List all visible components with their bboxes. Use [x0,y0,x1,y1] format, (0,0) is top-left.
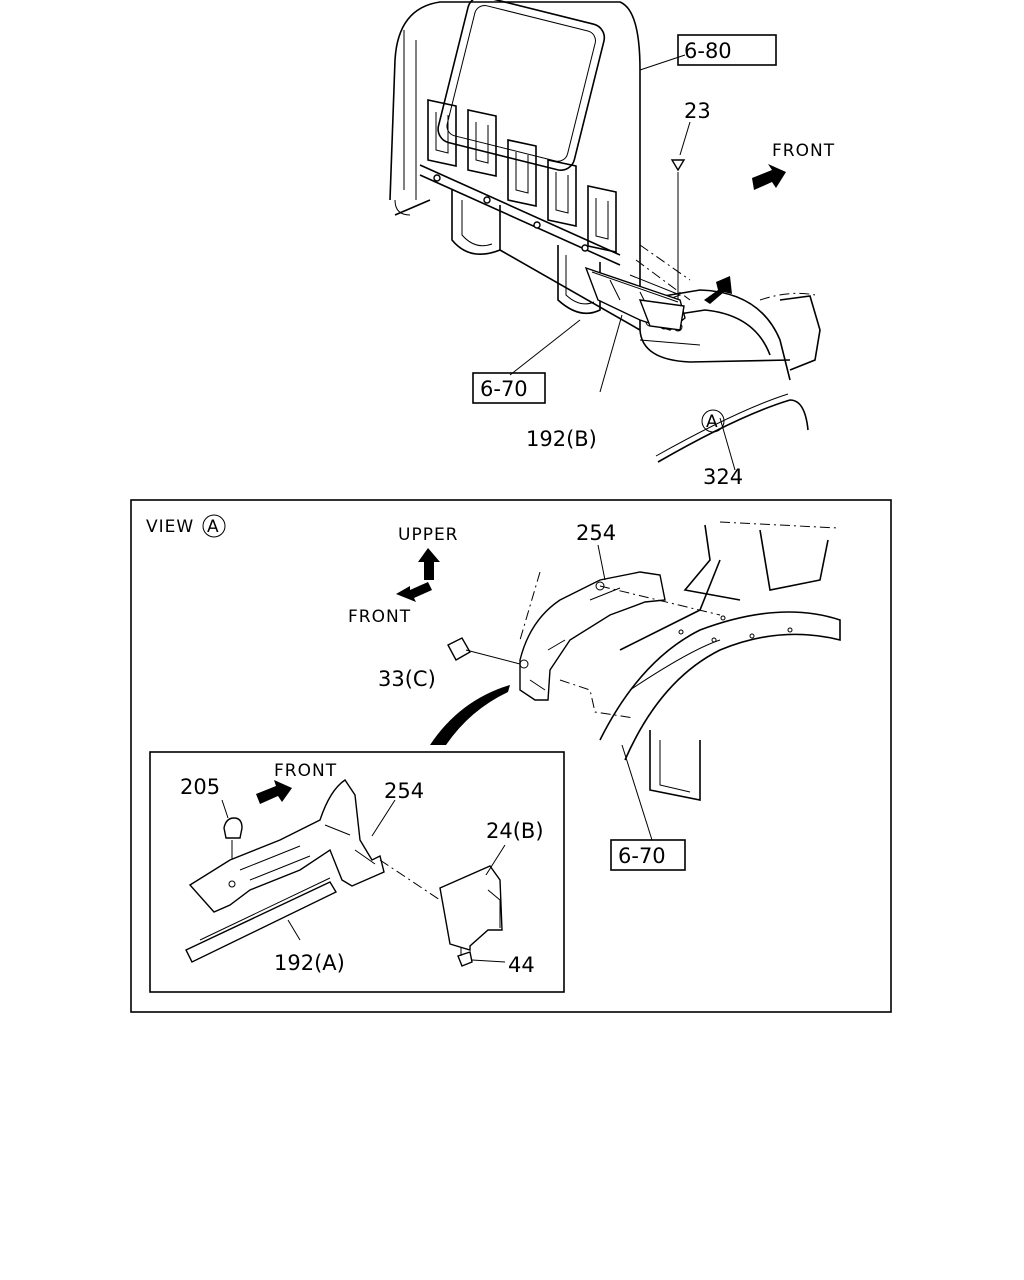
callout-24b: 24(B) [486,819,544,843]
view-label: VIEW [146,517,194,537]
ref-box-6-70-view [610,839,686,871]
front-label-top: FRONT [772,141,835,161]
detail-front-arrow: FRONT [256,761,337,804]
callout-254-detail: 254 [384,779,424,803]
callout-44: 44 [508,953,535,977]
detail-arrow [430,685,510,745]
vent-slots [427,99,617,253]
screw-44 [457,948,506,967]
callout-192a: 192(A) [274,951,345,975]
view-a-marker: A [207,517,220,537]
view-a-frame [130,499,892,1013]
front-arrow-top: FRONT [752,141,835,190]
cover-24b [379,859,503,951]
ref-6-80-top: 6-80 [684,39,732,63]
ref-6-70-view: 6-70 [618,844,666,868]
upper-front-arrows: UPPER FRONT [348,525,459,627]
ref-box-6-80 [677,34,777,66]
upper-label: UPPER [398,525,459,545]
view-a-marker-top: A [706,412,719,432]
strip-324 [655,393,809,471]
cab-rear-assembly [389,0,821,381]
callout-192b: 192(B) [526,427,597,451]
strip-192a [185,877,337,963]
ref-box-6-70-top [472,372,546,404]
callout-254-view: 254 [576,521,616,545]
callout-205: 205 [180,775,220,799]
bracket-254-view [519,544,721,719]
detail-frame [149,751,565,993]
bracket-254-detail [188,779,385,913]
front-label-detail: FRONT [274,761,337,781]
callout-23: 23 [684,99,711,123]
callout-33c: 33(C) [378,667,436,691]
fender-body-view [599,521,841,841]
bolt-33c [447,637,521,665]
splash-cover-192b [584,266,686,393]
callout-324: 324 [703,465,743,489]
front-label-view: FRONT [348,607,411,627]
ref-6-70-top: 6-70 [480,377,528,401]
view-a-arrow: A [701,276,732,433]
